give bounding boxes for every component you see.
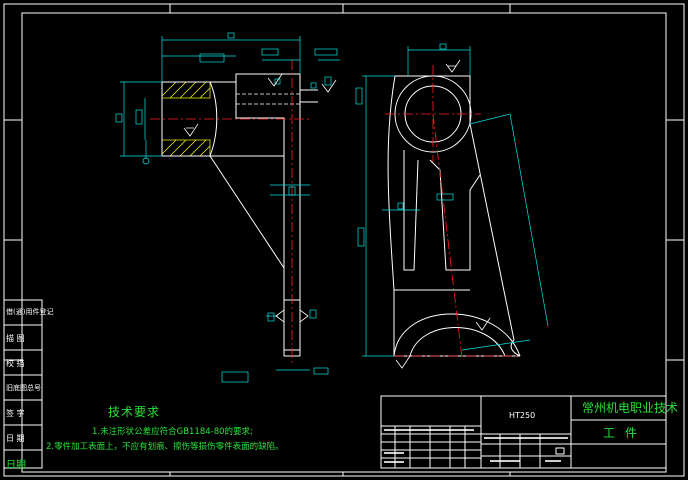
drawing-frame [3,3,685,477]
left-column-item: 校 描 [6,359,25,368]
tech-note-2: 2.零件加工表面上，不应有划痕、擦伤等损伤零件表面的缺陷。 [46,442,284,452]
left-column-item: 签 字 [6,409,25,418]
title-block-part-name: 工 件 [603,426,640,440]
title-block [380,395,667,469]
front-view [355,43,549,369]
left-column-item: 借(通)用件登记 [6,308,54,316]
left-column-item: 描 图 [6,334,25,343]
left-column-item: 日期 [6,460,26,471]
title-block-material: HT250 [509,411,536,420]
left-column-item: 旧底图总号 [6,384,41,392]
left-column-item: 日 期 [6,434,25,443]
title-block-school: 常州机电职业技术 [582,401,679,415]
side-view [115,32,340,383]
tech-note-1: 1.未注形状公差应符合GB1184-80的要求; [92,427,253,437]
tech-requirements-title: 技术要求 [108,405,161,419]
left-registration-column [3,299,43,469]
